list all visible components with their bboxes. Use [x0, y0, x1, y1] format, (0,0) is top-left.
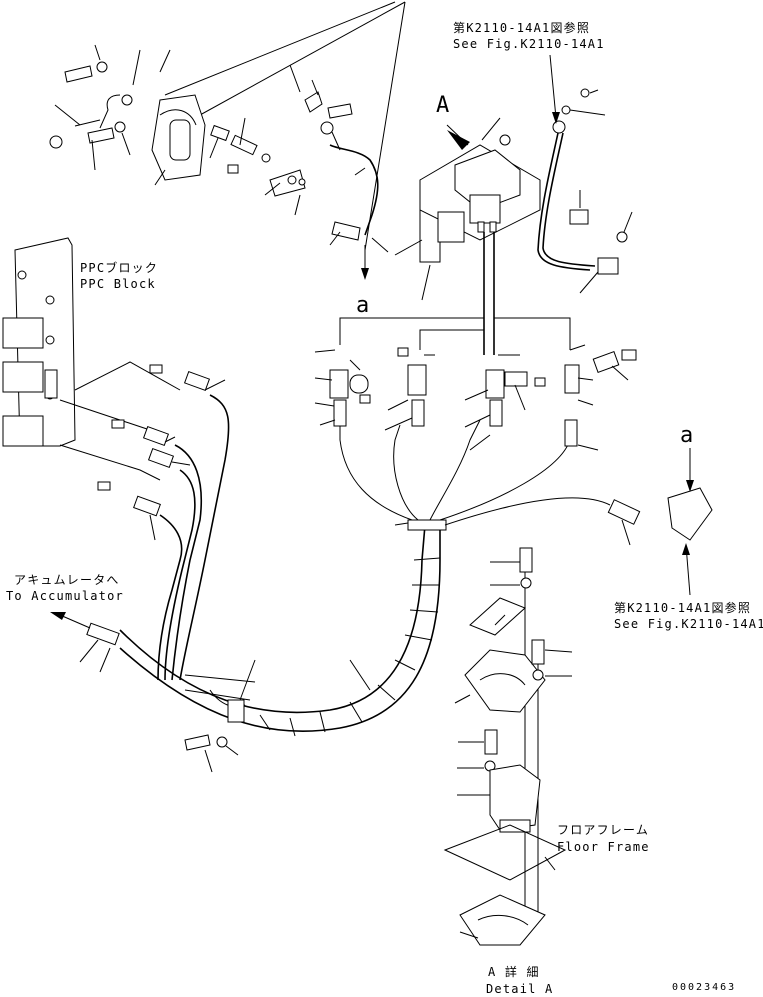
right-arrows: [682, 448, 694, 596]
view-a-label: A: [436, 93, 449, 118]
text-labels: 第K2110-14A1図参照 See Fig.K2110-14A1 A PPCブ…: [6, 20, 763, 996]
accumulator-jp: アキュムレータへ: [14, 573, 120, 587]
ref-right-en: See Fig.K2110-14A1: [614, 617, 763, 631]
hose-bundle: [119, 232, 713, 737]
ref-right-jp: 第K2110-14A1図参照: [614, 600, 751, 615]
ppc-block-jp: PPCブロック: [80, 260, 158, 275]
ppc-block-assembly: [2, 237, 230, 681]
accumulator-en: To Accumulator: [6, 589, 124, 603]
floor-frame-jp: フロアフレーム: [557, 823, 649, 837]
floor-frame-en: Floor Frame: [557, 840, 650, 854]
drawing-number: 00023463: [672, 982, 736, 993]
ref-top-en: See Fig.K2110-14A1: [453, 37, 605, 51]
top-left-switch-assembly: [49, 1, 406, 280]
ref-top-jp: 第K2110-14A1図参照: [453, 20, 590, 35]
accumulator-hose: [50, 612, 239, 773]
ppc-block-en: PPC Block: [80, 277, 156, 291]
marker-a-left: a: [356, 293, 369, 318]
top-right-valve-assembly: [394, 54, 633, 301]
detail-a-jp: A 詳 細: [488, 964, 540, 979]
marker-a-right: a: [680, 423, 693, 448]
detail-a-assembly: [443, 547, 573, 946]
detail-a-en: Detail A: [486, 982, 553, 996]
